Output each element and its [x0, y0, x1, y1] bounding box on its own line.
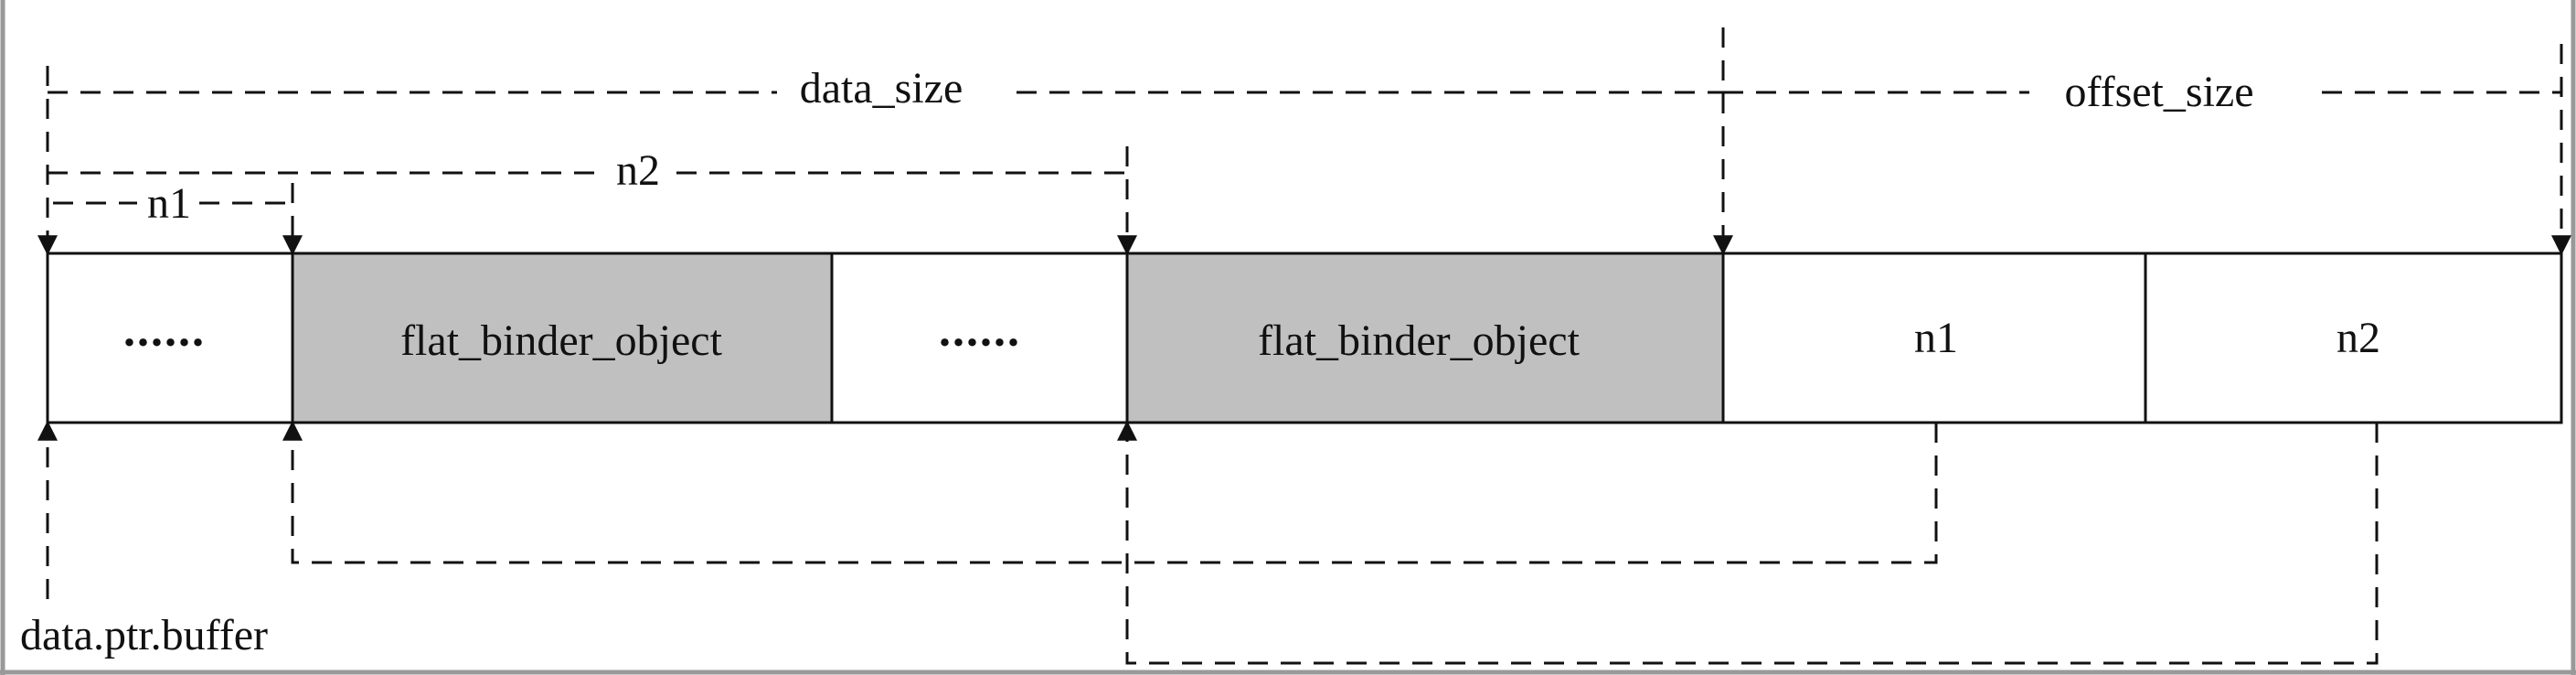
cell-ellipsis-2 [830, 252, 1129, 424]
cell-flat-binder-object-2 [1125, 252, 1725, 424]
cell-flat-binder-object-1-label: flat_binder_object [400, 316, 723, 365]
top-arrows [37, 27, 2571, 256]
n1-span-label: n1 [147, 179, 191, 228]
cell-ellipsis-1-label: ...... [123, 305, 206, 357]
data-size-label: data_size [800, 64, 963, 112]
connector-n1-to-object-1 [282, 420, 1938, 564]
data-ptr-buffer-label: data.ptr.buffer [20, 611, 268, 659]
cell-flat-binder-object-2-label: flat_binder_object [1258, 316, 1581, 365]
cell-offset-n2 [2144, 252, 2563, 424]
buffer-row [46, 252, 2563, 424]
bottom-connectors [37, 420, 2379, 665]
offset-size-label: offset_size [2064, 68, 2253, 116]
cell-ellipsis-2-label: ...... [939, 305, 1021, 357]
cell-offset-n1 [1721, 252, 2147, 424]
n2-span-label: n2 [616, 146, 660, 195]
cell-ellipsis-1 [46, 252, 294, 424]
cell-offset-n1-label: n1 [1914, 314, 1958, 362]
dimension-lines [48, 91, 2561, 205]
connector-n2-to-object-2 [1117, 420, 2379, 665]
cell-offset-n2-label: n2 [2336, 314, 2380, 362]
cell-flat-binder-object-1 [291, 252, 834, 424]
